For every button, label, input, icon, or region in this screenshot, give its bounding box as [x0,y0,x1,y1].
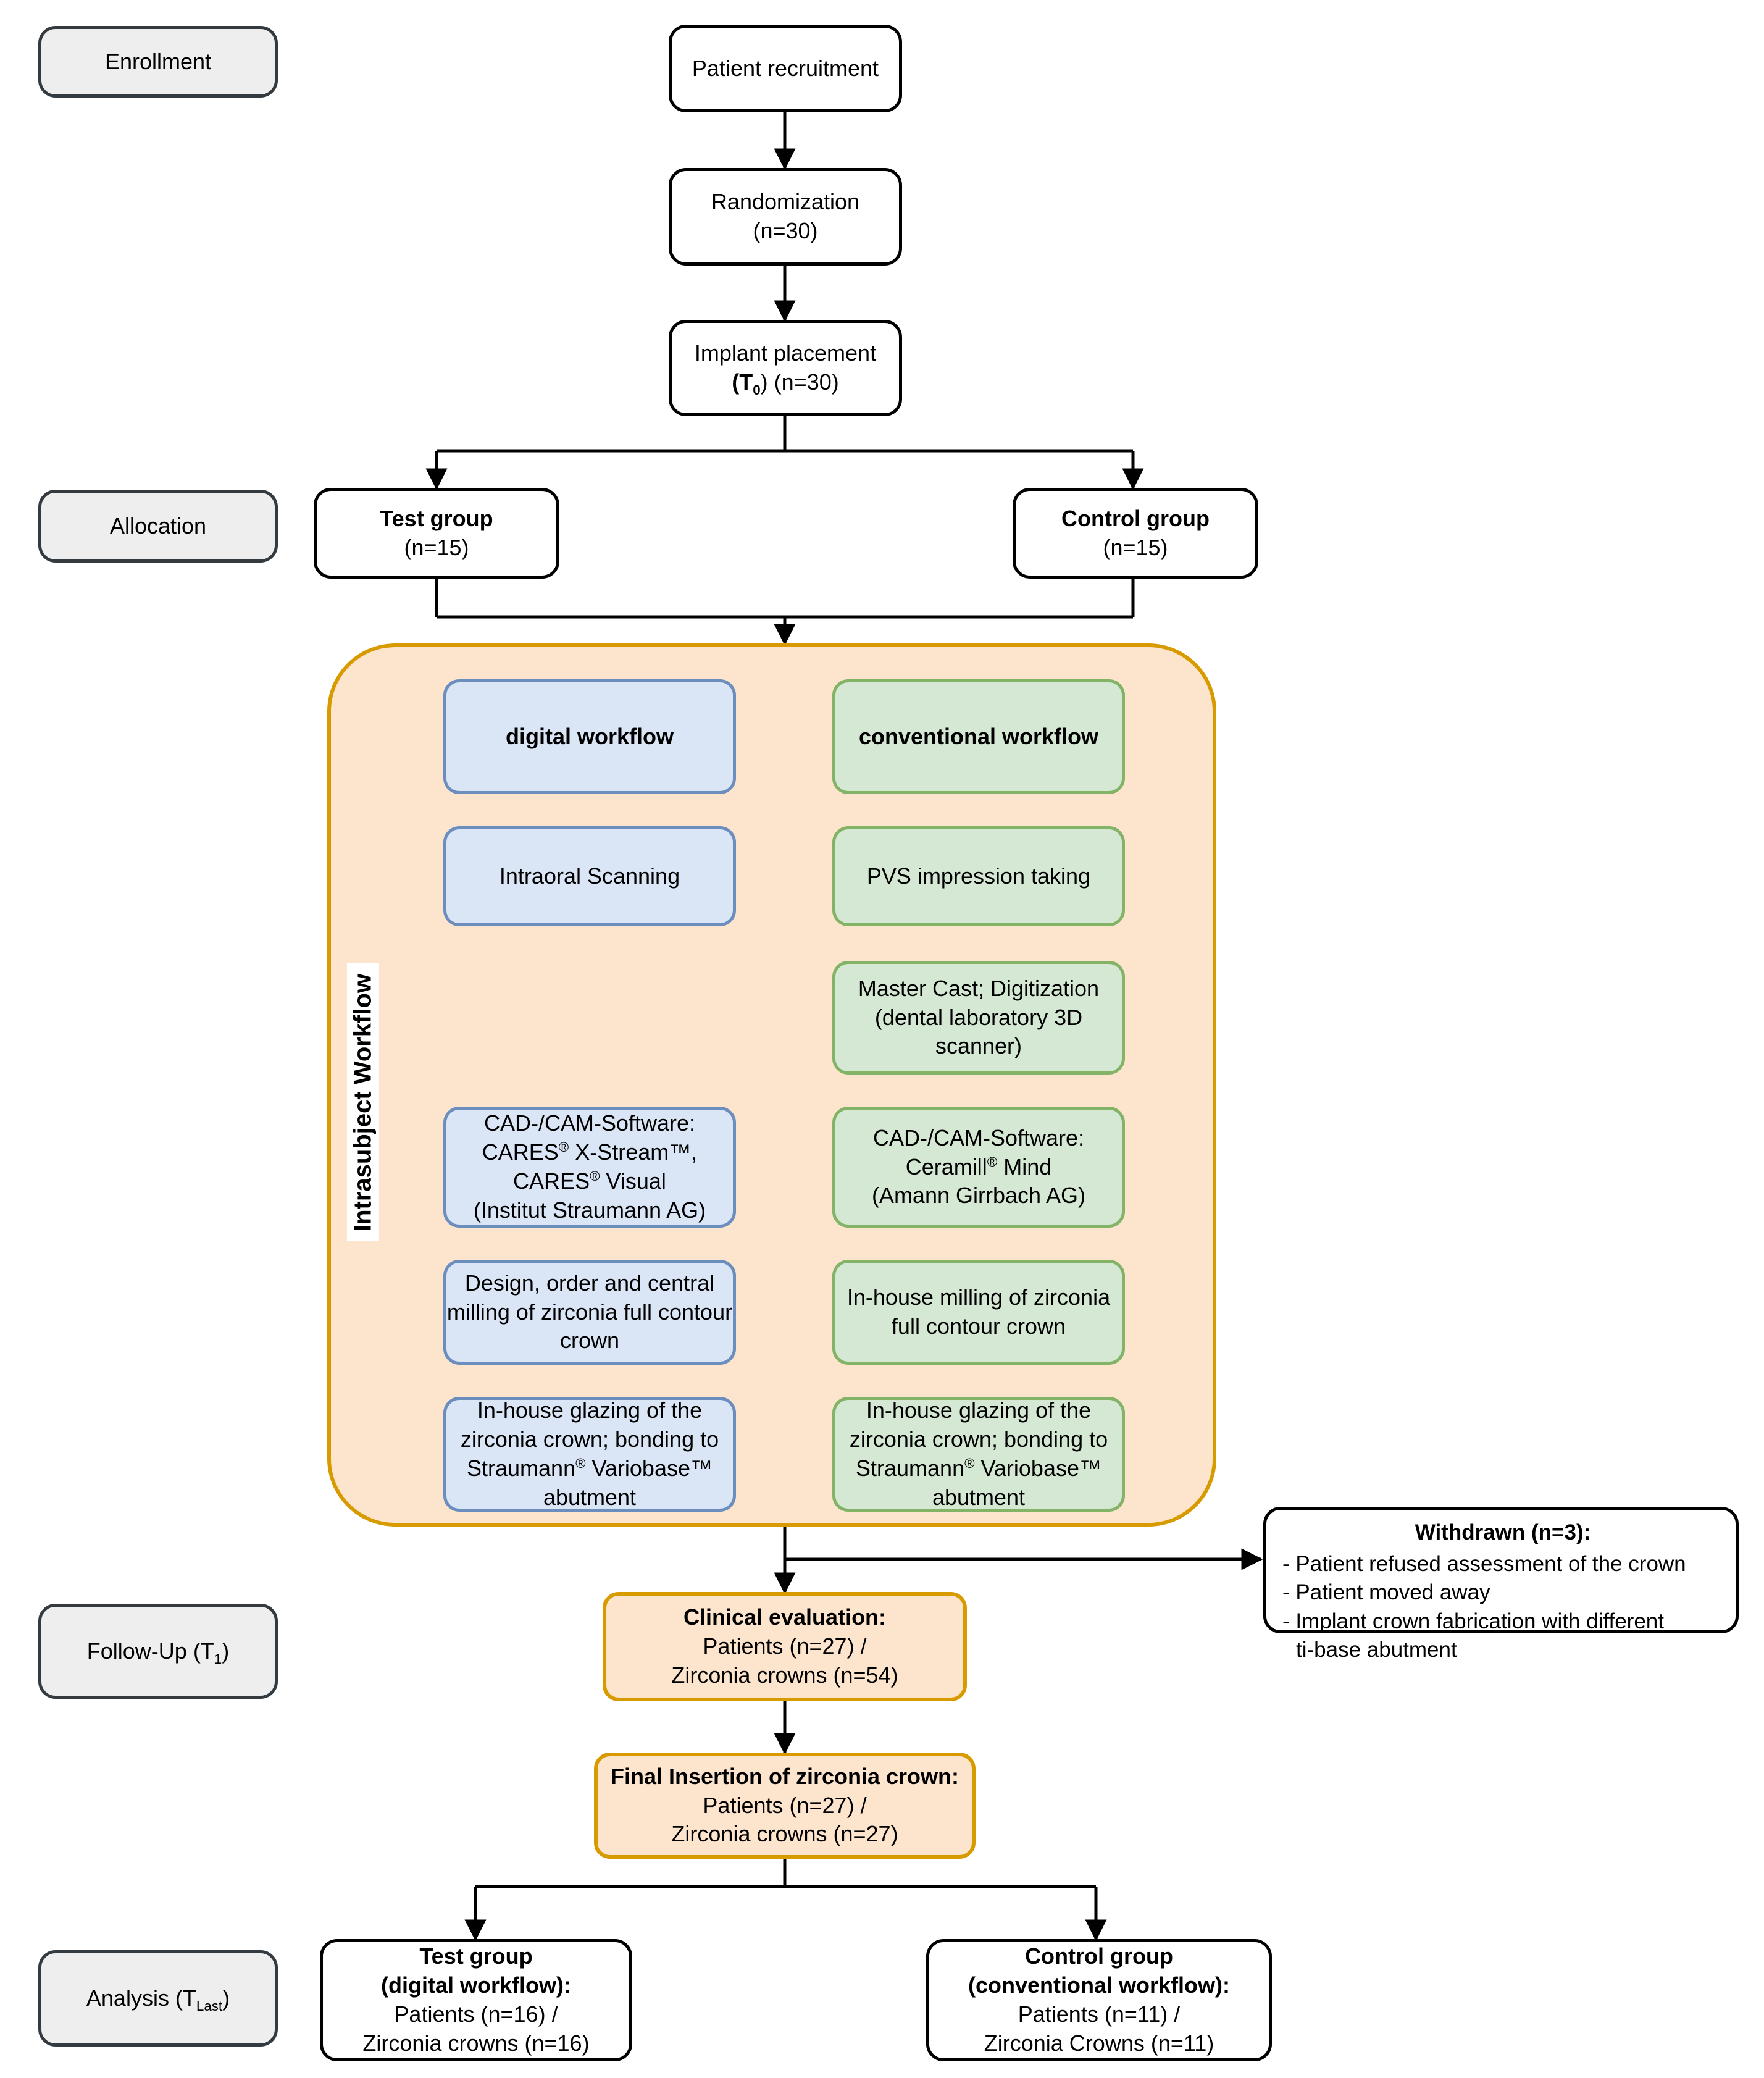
node-test-group-analysis: Test group (digital workflow): Patients … [320,1939,632,2061]
phase-label-followup-text: Follow-Up (T1) [86,1638,230,1667]
node-control-group-analysis: Control group (conventional workflow): P… [926,1939,1272,2061]
node-inhouse-milling-line1: In-house milling of zirconia [846,1284,1111,1310]
node-test-group-analysis-line3: Patients (n=16) / [394,2001,558,2027]
node-patient-recruitment: Patient recruitment [669,25,902,112]
node-conventional-cad-cam-software: CAD-/CAM-Software: Ceramill® Mind (Amann… [832,1107,1125,1228]
node-conventional-cad-cam-line3: (Amann Girrbach AG) [871,1183,1086,1209]
node-control-group-analysis-line4: Zirconia Crowns (n=11) [984,2030,1214,2056]
node-digital-design-milling-line1: Design, order and central [464,1270,715,1296]
node-pvs-impression-line1: PVS impression taking [866,863,1091,889]
node-patient-recruitment-label: Patient recruitment [692,55,879,81]
phase-label-enrollment: Enrollment [38,26,278,98]
node-randomization: Randomization (n=30) [669,168,902,266]
node-withdrawn-item: - Patient refused assessment of the crow… [1282,1551,1686,1576]
node-digital-cad-cam-line2: CARES® X-Stream™, [482,1139,698,1165]
node-test-group-analysis-line4: Zirconia crowns (n=16) [362,2030,590,2056]
node-digital-cad-cam-line4: (Institut Straumann AG) [473,1197,706,1223]
node-implant-placement-line1: Implant placement [694,340,877,366]
node-conventional-glazing-line1: In-house glazing of the [866,1397,1092,1423]
node-final-insertion-title: Final Insertion of zirconia crown: [610,1763,959,1789]
phase-label-allocation-text: Allocation [109,513,207,538]
node-conventional-glazing-line2: zirconia crown; bonding to [849,1427,1108,1452]
node-digital-design-milling-line2: milling of zirconia full contour [446,1299,733,1325]
node-clinical-evaluation-line3: Zirconia crowns (n=54) [671,1662,898,1688]
node-digital-cad-cam-line1: CAD-/CAM-Software: [483,1110,696,1136]
node-digital-glazing-line1: In-house glazing of the [477,1397,703,1423]
node-inhouse-milling: In-house milling of zirconia full contou… [832,1260,1125,1365]
node-conventional-workflow-header-label: conventional workflow [858,723,1099,749]
node-test-group-analysis-subtitle: (digital workflow): [381,1972,571,1998]
node-conventional-workflow-header: conventional workflow [832,679,1125,794]
intrasubject-workflow-label-text: Intrasubject Workflow [349,973,377,1231]
node-randomization-line2: (n=30) [753,218,818,243]
node-clinical-evaluation-title: Clinical evaluation: [683,1604,887,1630]
node-final-insertion: Final Insertion of zirconia crown: Patie… [594,1753,976,1859]
node-master-cast-line3: scanner) [935,1033,1022,1059]
node-conventional-cad-cam-line2: Ceramill® Mind [905,1154,1052,1179]
node-digital-workflow-header: digital workflow [443,679,736,794]
node-master-cast-line2: (dental laboratory 3D [874,1004,1083,1030]
node-digital-glazing-line3: Straumann® Variobase™ [467,1456,713,1481]
node-digital-design-milling-line3: crown [559,1328,620,1354]
node-randomization-line1: Randomization [711,189,860,215]
node-pvs-impression: PVS impression taking [832,826,1125,926]
node-withdrawn: Withdrawn (n=3): - Patient refused asses… [1263,1507,1739,1662]
node-conventional-cad-cam-line1: CAD-/CAM-Software: [872,1125,1085,1150]
node-clinical-evaluation: Clinical evaluation: Patients (n=27) / Z… [603,1592,967,1701]
node-master-cast-line1: Master Cast; Digitization [858,975,1100,1001]
phase-label-analysis-text: Analysis (TLast) [86,1985,230,2014]
node-test-group-allocation-line2: (n=15) [404,534,469,560]
node-control-group-analysis-title: Control group [1025,1943,1173,1969]
node-conventional-glazing-line3: Straumann® Variobase™ [856,1456,1101,1481]
phase-label-enrollment-text: Enrollment [104,48,212,74]
node-implant-placement-line2: (T0) (n=30) [732,369,839,398]
node-withdrawn-title: Withdrawn (n=3): [1415,1520,1591,1544]
phase-label-followup: Follow-Up (T1) [38,1604,278,1699]
node-implant-placement: Implant placement (T0) (n=30) [669,320,902,416]
node-digital-glazing-line2: zirconia crown; bonding to [460,1427,719,1452]
node-test-group-analysis-title: Test group [419,1943,533,1969]
node-control-group-analysis-subtitle: (conventional workflow): [968,1972,1230,1998]
node-withdrawn-item: - Implant crown fabrication with differe… [1282,1609,1664,1633]
node-digital-cad-cam-line3: CARES® Visual [513,1168,666,1194]
node-digital-design-milling: Design, order and central milling of zir… [443,1260,736,1365]
node-withdrawn-list: - Patient refused assessment of the crow… [1282,1550,1723,1665]
node-control-group-analysis-line3: Patients (n=11) / [1018,2001,1181,2027]
intrasubject-workflow-label: Intrasubject Workflow [347,963,379,1241]
node-control-group-allocation: Control group (n=15) [1013,488,1258,579]
node-intraoral-scanning: Intraoral Scanning [443,826,736,926]
phase-label-allocation: Allocation [38,490,278,563]
node-withdrawn-item: ti-base abutment [1296,1638,1457,1662]
node-digital-cad-cam-software: CAD-/CAM-Software: CARES® X-Stream™, CAR… [443,1107,736,1228]
node-digital-glazing-bonding: In-house glazing of the zirconia crown; … [443,1397,736,1512]
node-conventional-glazing-bonding: In-house glazing of the zirconia crown; … [832,1397,1125,1512]
node-test-group-allocation: Test group (n=15) [314,488,559,579]
node-intraoral-scanning-line1: Intraoral Scanning [499,863,680,889]
node-final-insertion-line2: Patients (n=27) / [703,1792,867,1818]
node-inhouse-milling-line2: full contour crown [891,1313,1066,1339]
node-digital-glazing-line4: abutment [543,1484,637,1510]
phase-label-analysis: Analysis (TLast) [38,1950,278,2047]
node-conventional-glazing-line4: abutment [932,1484,1026,1510]
node-digital-workflow-header-label: digital workflow [505,723,674,749]
node-final-insertion-line3: Zirconia crowns (n=27) [671,1821,898,1847]
node-control-group-allocation-line2: (n=15) [1103,534,1168,560]
node-withdrawn-item: - Patient moved away [1282,1580,1490,1605]
node-clinical-evaluation-line2: Patients (n=27) / [703,1633,867,1659]
node-test-group-allocation-line1: Test group [380,505,493,531]
node-control-group-allocation-line1: Control group [1061,505,1210,531]
node-master-cast-digitization: Master Cast; Digitization (dental labora… [832,961,1125,1075]
